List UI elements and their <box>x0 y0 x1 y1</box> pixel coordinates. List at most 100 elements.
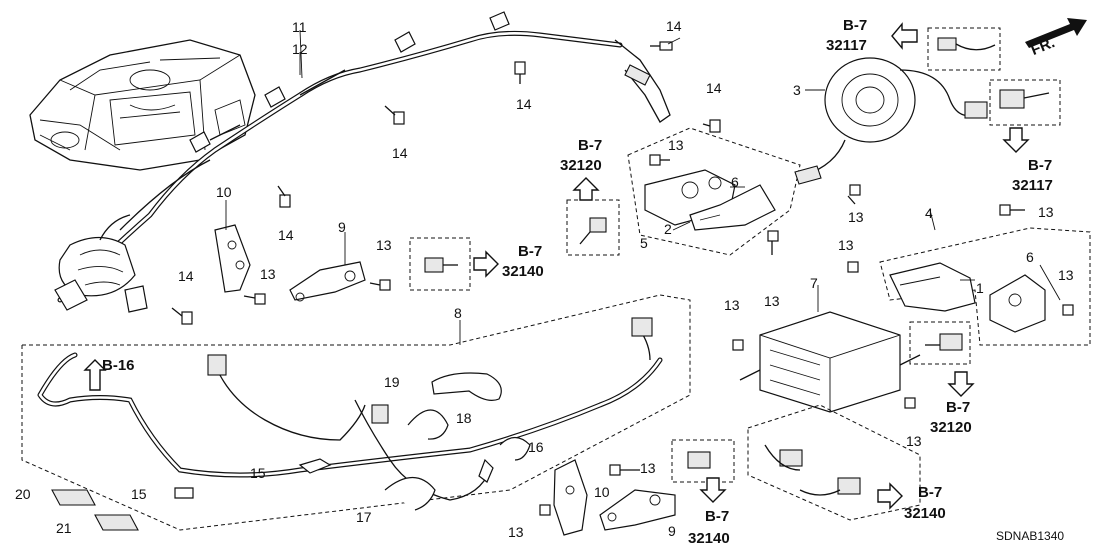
clock-spring-3 <box>794 57 988 185</box>
part-label: 7 <box>810 275 818 291</box>
bolt-icon <box>171 307 193 325</box>
part-label: 6 <box>731 174 739 190</box>
sensor-9-upper <box>289 261 366 302</box>
bolt-icon <box>369 279 391 291</box>
bolt-icon <box>649 154 670 166</box>
bolt-icon <box>999 204 1025 216</box>
part-label: 13 <box>838 237 854 253</box>
bolt-icon <box>243 293 266 305</box>
part-label: 19 <box>384 374 400 390</box>
part-label: 13 <box>260 266 276 282</box>
connector-box-32117-right <box>989 79 1061 126</box>
arrow-down-icon <box>1002 127 1030 153</box>
ref-title: B-7 <box>1028 157 1052 174</box>
ref-arrows <box>83 18 1087 510</box>
connector-box-32140-upper <box>409 237 471 291</box>
part-label: 15 <box>250 465 266 481</box>
arrow-down-icon <box>947 371 975 397</box>
sensor-10-upper <box>214 224 251 293</box>
pad-21 <box>94 514 139 531</box>
part-label: 13 <box>376 237 392 253</box>
part-label: 4 <box>925 205 933 221</box>
connector-box-32140-lower <box>671 439 735 483</box>
bolt-icon <box>384 105 405 125</box>
bolt-icon <box>767 230 779 255</box>
ref-title: B-7 <box>918 484 942 501</box>
part-label: 13 <box>764 293 780 309</box>
curtain-airbag <box>54 11 671 313</box>
front-arrow-icon <box>1025 18 1087 48</box>
part-label: 21 <box>56 520 72 536</box>
connector-box-32117-upper <box>927 27 1001 71</box>
leader-lines <box>225 29 1061 345</box>
arrow-right-icon <box>473 250 499 278</box>
connector-box-32140-right <box>747 404 921 521</box>
part-label: 14 <box>706 80 722 96</box>
part-label: 13 <box>1038 204 1054 220</box>
part-label: 13 <box>640 460 656 476</box>
ref-title: B-7 <box>578 137 602 154</box>
bracket-assembly-4 <box>879 227 1091 346</box>
part-label: 13 <box>724 297 740 313</box>
part-label: 13 <box>906 433 922 449</box>
diagram-code: SDNAB1340 <box>996 529 1064 543</box>
part-label: 14 <box>516 96 532 112</box>
part-label: 3 <box>793 82 801 98</box>
reference-labels: B-7 32117 B-7 32117 B-7 32120 B-7 32140 … <box>102 17 1064 547</box>
part-label: 14 <box>666 18 682 34</box>
sensor-10-lower <box>553 459 588 536</box>
ref-title: B-7 <box>705 508 729 525</box>
arrow-left-icon <box>891 22 918 50</box>
floor-harness-8 <box>21 294 691 531</box>
part-label: 8 <box>454 305 462 321</box>
bolt-icon <box>650 41 673 51</box>
part-label: 13 <box>1058 267 1074 283</box>
part-label: 14 <box>278 227 294 243</box>
part-label: 9 <box>668 523 676 539</box>
bolt-icon <box>1062 304 1074 316</box>
ref-code: 32117 <box>826 37 867 54</box>
bracket-assembly-5 <box>627 127 801 256</box>
bolt-icon <box>609 464 640 476</box>
connector-box-32120-lower <box>909 321 971 365</box>
ref-title: B-7 <box>518 243 542 260</box>
part-label: 6 <box>1026 249 1034 265</box>
part-label: 13 <box>848 209 864 225</box>
ref-code: 32140 <box>904 505 946 522</box>
part-label: 20 <box>15 486 31 502</box>
part-label: 1 <box>976 280 984 296</box>
bolt-icon <box>847 261 859 273</box>
part-label: 15 <box>131 486 147 502</box>
bolt-14-group <box>171 41 721 325</box>
ref-code: 32120 <box>560 157 602 174</box>
bolt-icon <box>514 61 526 84</box>
part-label: 2 <box>664 221 672 237</box>
part-label: 14 <box>392 145 408 161</box>
arrow-down-icon <box>699 477 727 503</box>
ref-title: B-16 <box>102 357 135 374</box>
ref-title: B-7 <box>843 17 867 34</box>
bolt-icon <box>702 119 721 133</box>
part-label: 9 <box>338 219 346 235</box>
part-label: 18 <box>456 410 472 426</box>
ref-code: 32140 <box>688 530 730 547</box>
arrow-up-icon <box>83 359 107 391</box>
bolt-icon <box>904 397 916 409</box>
ref-title: B-7 <box>946 399 970 416</box>
ref-code: 32140 <box>502 263 544 280</box>
part-label: 13 <box>508 524 524 540</box>
part-label: 12 <box>292 41 308 57</box>
part-label: 14 <box>178 268 194 284</box>
part-label: 16 <box>528 439 544 455</box>
ref-code: 32117 <box>1012 177 1053 194</box>
bolt-icon <box>732 339 744 351</box>
connector-box-32120-upper <box>566 199 620 256</box>
bolt-icon <box>847 184 861 205</box>
sensor-9-lower <box>599 489 676 531</box>
car-illustration <box>29 39 256 171</box>
part-label: 10 <box>594 484 610 500</box>
pad-20 <box>51 489 96 506</box>
arrow-up-icon <box>572 177 600 201</box>
bolt-icon <box>277 185 291 208</box>
